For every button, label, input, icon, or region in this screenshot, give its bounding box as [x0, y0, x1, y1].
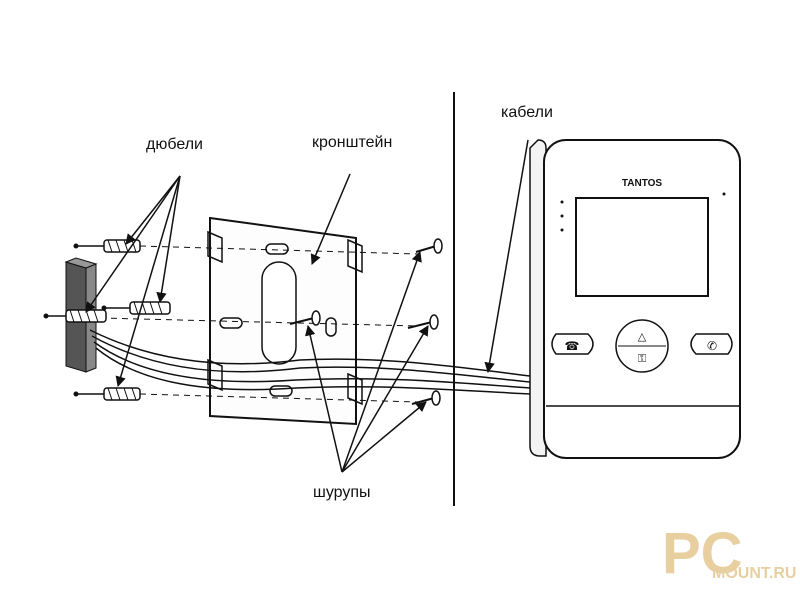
up-icon: △ — [638, 330, 647, 343]
screw-bracket — [289, 310, 321, 326]
phone-hangup-icon: ☎ — [565, 339, 580, 353]
label-cables: кабели — [501, 104, 553, 121]
watermark-pc: PC — [662, 521, 743, 586]
pointer-arrows — [85, 139, 529, 473]
phone-icon: ✆ — [707, 339, 717, 353]
screw-middle — [407, 314, 439, 330]
label-screws: шурупы — [313, 484, 371, 501]
alignment-lines — [99, 245, 419, 403]
label-dowels: дюбели — [146, 136, 203, 153]
answer-button[interactable]: ☎ — [551, 333, 594, 355]
dowel-bottom — [73, 387, 141, 401]
dowel-right-middle — [101, 301, 171, 315]
key-icon: ⚿ — [638, 352, 646, 365]
monitor-screen — [575, 197, 709, 297]
label-bracket: кронштейн — [312, 134, 393, 151]
intercom-monitor: ☎ △ ⚿ ✆ TANTOS — [529, 139, 741, 459]
watermark-site: MOUNT.RU — [712, 565, 797, 582]
screw-top — [415, 238, 443, 254]
bracket-slot-bottom — [269, 385, 293, 397]
dowel-top — [73, 239, 141, 253]
dowel-middle — [43, 309, 107, 323]
bracket-center-slot — [261, 261, 297, 365]
center-control[interactable]: △ ⚿ — [615, 319, 669, 373]
bracket-slot-left — [219, 317, 243, 329]
cables — [89, 329, 531, 395]
brand-logo: TANTOS — [622, 178, 663, 189]
bracket-slot-right — [325, 317, 337, 337]
bracket-slot-top — [265, 243, 289, 255]
call-button[interactable]: ✆ — [690, 333, 733, 355]
